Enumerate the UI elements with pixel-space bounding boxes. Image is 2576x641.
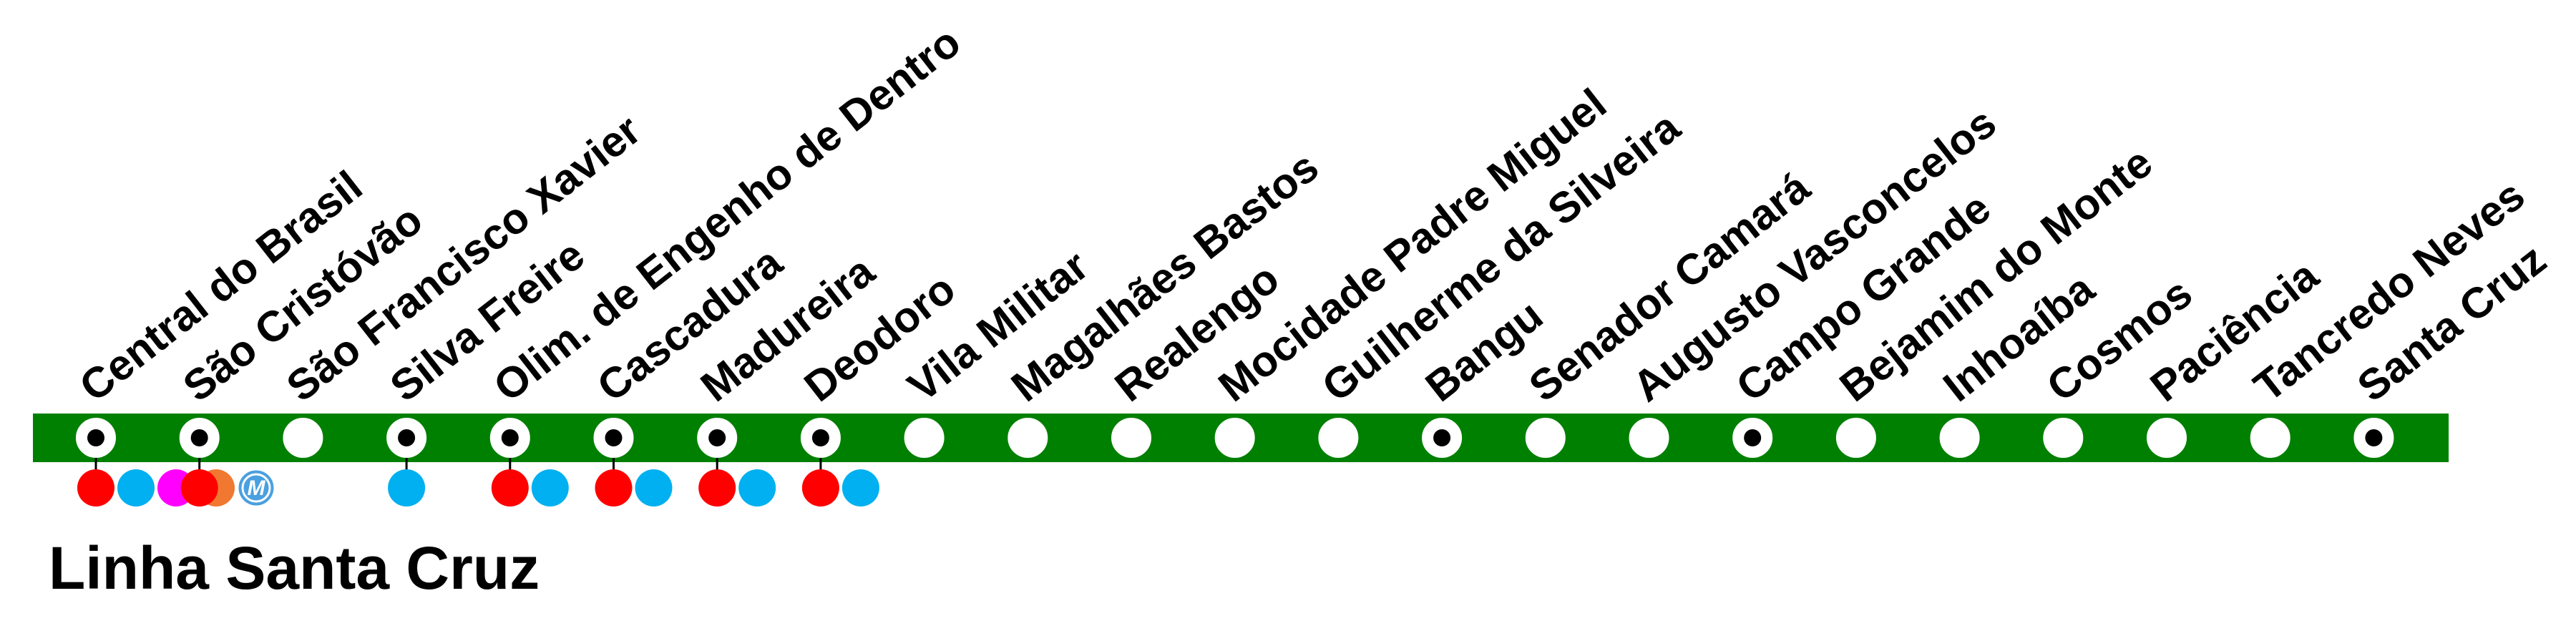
connection-badges: M	[77, 468, 879, 508]
station-markers	[76, 418, 2394, 458]
metro-badge-letter: M	[248, 476, 266, 500]
connection-badge-red	[698, 469, 736, 507]
connection-badge-cyan	[841, 469, 879, 507]
station-marker-magalhaes-bastos	[1008, 418, 1048, 458]
station-dot	[1744, 429, 1762, 446]
station-marker-bejamim-do-monte	[1835, 418, 1876, 458]
station-dot	[2365, 429, 2383, 446]
station-marker-guilherme-da-silveira	[1318, 418, 1359, 458]
station-marker-cosmos	[2043, 418, 2084, 458]
station-dot	[501, 429, 519, 446]
station-marker-vila-militar	[904, 418, 945, 458]
connection-badge-cyan	[117, 469, 155, 507]
station-dot	[190, 429, 208, 446]
station-dot	[605, 429, 623, 446]
station-marker-inhoaiba	[1939, 418, 1980, 458]
connection-badge-red	[180, 469, 218, 507]
metro-badge-ring	[241, 473, 271, 503]
station-marker-realengo	[1111, 418, 1151, 458]
station-dot	[708, 429, 726, 446]
connection-badge-red	[801, 469, 839, 507]
station-dot	[87, 429, 104, 446]
station-dot	[398, 429, 416, 446]
station-marker-senador-camara	[1525, 418, 1566, 458]
station-dot	[1433, 429, 1451, 446]
line-title: Linha Santa Cruz	[49, 534, 540, 602]
station-marker-augusto-vasconcelos	[1629, 418, 1669, 458]
station-marker-tancredo-neves	[2250, 418, 2290, 458]
station-marker-paciencia	[2147, 418, 2187, 458]
station-marker-sao-francisco-xavier	[283, 418, 323, 458]
connection-badge-cyan	[388, 469, 426, 507]
connection-badge-red	[595, 469, 633, 507]
connection-badge-cyan	[635, 469, 673, 507]
station-marker-mocidade-padre-miguel	[1214, 418, 1255, 458]
connection-badge-cyan	[738, 469, 776, 507]
station-dot	[811, 429, 829, 446]
connection-badge-red	[77, 469, 114, 507]
connection-badge-cyan	[531, 469, 569, 507]
connection-badge-red	[491, 469, 529, 507]
